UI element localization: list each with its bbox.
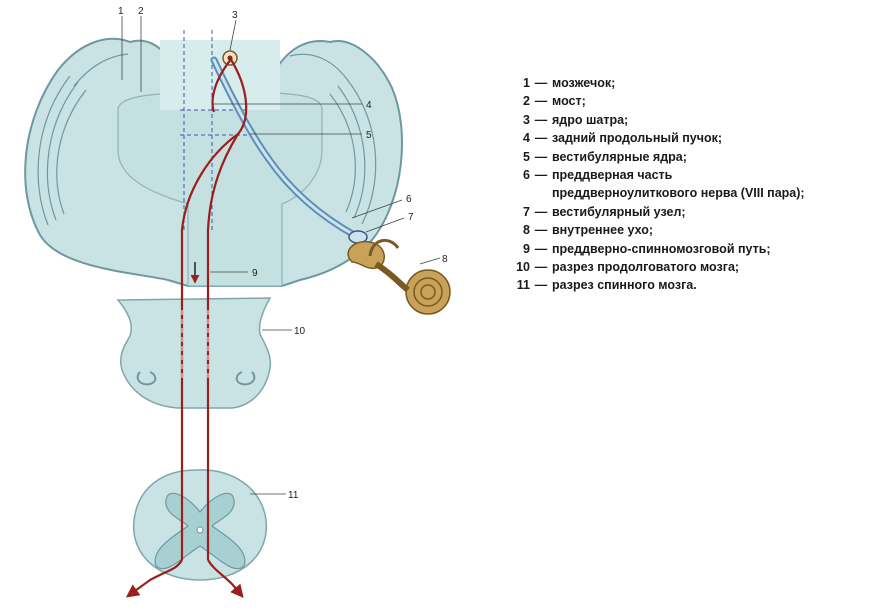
legend-item: 9 — преддверно-спинномозговой путь;: [512, 240, 805, 258]
legend-text: разрез спинного мозга.: [552, 278, 697, 293]
legend-item: 10 — разрез продолговатого мозга;: [512, 258, 805, 276]
exit-arrows: [125, 559, 244, 599]
legend-dash: —: [534, 112, 548, 127]
legend-dash: —: [534, 168, 548, 183]
legend-number: 4: [523, 131, 530, 146]
legend-item: 4 — задний продольный пучок;: [512, 129, 805, 147]
legend-item: 11 — разрез спинного мозга.: [512, 276, 805, 294]
callout-2: 2: [138, 6, 144, 17]
legend-item: 7 — вестибулярный узел;: [512, 203, 805, 221]
legend-text: вестибулярные ядра;: [552, 149, 687, 164]
legend-item: 8 — внутреннее ухо;: [512, 221, 805, 239]
callout-3: 3: [232, 10, 238, 21]
legend-number: 9: [523, 241, 530, 256]
legend-number: 7: [523, 204, 530, 219]
legend-text: вестибулярный узел;: [552, 204, 686, 219]
legend-dash: —: [534, 131, 548, 146]
legend-text: задний продольный пучок;: [552, 131, 723, 146]
medulla-section: [116, 297, 272, 409]
legend-number: 3: [523, 112, 530, 127]
legend-text: разрез продолговатого мозга;: [552, 260, 740, 275]
tract-dashes: [181, 310, 209, 380]
callout-11: 11: [288, 490, 299, 501]
legend-text: мозжечок;: [552, 76, 616, 90]
callout-4: 4: [366, 100, 372, 111]
legend-number: 6: [523, 168, 530, 183]
legend-dash: —: [534, 241, 548, 256]
callout-9: 9: [252, 268, 258, 279]
callout-7: 7: [408, 212, 414, 223]
cerebellum-section: [24, 37, 404, 287]
callout-10: 10: [294, 326, 306, 337]
cerebellum-folia: [37, 53, 377, 226]
legend-number: 10: [516, 260, 530, 275]
legend-item: 2 — мост;: [512, 92, 805, 110]
legend-dash: —: [534, 149, 548, 164]
legend-list: 1 — мозжечок; 2 — мост; 3 — ядро шатра; 4 — задний …: [512, 74, 805, 295]
legend-dash: —: [534, 94, 548, 109]
spinal-cord-section: [132, 469, 268, 581]
medulla-nuclei: [136, 371, 256, 386]
legend-number: 11: [516, 278, 530, 293]
legend-number: 5: [523, 149, 530, 164]
callout-8: 8: [442, 254, 448, 265]
legend-text: ядро шатра;: [552, 112, 629, 127]
legend-text: преддверно-спинномозговой путь;: [552, 241, 771, 256]
callout-5: 5: [366, 130, 372, 141]
legend-dash: —: [534, 260, 548, 275]
inner-ear: [347, 239, 451, 315]
legend-dash: —: [534, 223, 548, 238]
legend-item: 5 — вестибулярные ядра;: [512, 148, 805, 166]
callout-6: 6: [406, 194, 412, 205]
legend-item: 6 — преддверная часть: [512, 166, 805, 184]
legend-text: преддверная часть: [552, 168, 673, 183]
callout-1: 1: [118, 6, 124, 17]
leader-lines: [121, 16, 441, 495]
legend-dash: —: [534, 278, 548, 293]
legend-number: 2: [523, 94, 530, 109]
legend-number: 1: [523, 76, 530, 90]
legend-text: мост;: [552, 94, 586, 109]
legend-item-continuation: преддверноулиткового нерва (VIII пара);: [552, 186, 805, 201]
vestibulospinal-tract: [180, 57, 248, 560]
legend-dash: —: [534, 76, 548, 90]
legend-text: внутреннее ухо;: [552, 223, 654, 238]
legend-number: 8: [523, 223, 530, 238]
legend-dash: —: [534, 204, 548, 219]
central-canal: [196, 526, 204, 534]
vestibular-pathway-diagram: 1 2 3 4 5 6 7 8 9 10 11: [24, 6, 451, 599]
legend-item: 3 — ядро шатра;: [512, 111, 805, 129]
legend-item: 1 — мозжечок;: [512, 74, 805, 92]
